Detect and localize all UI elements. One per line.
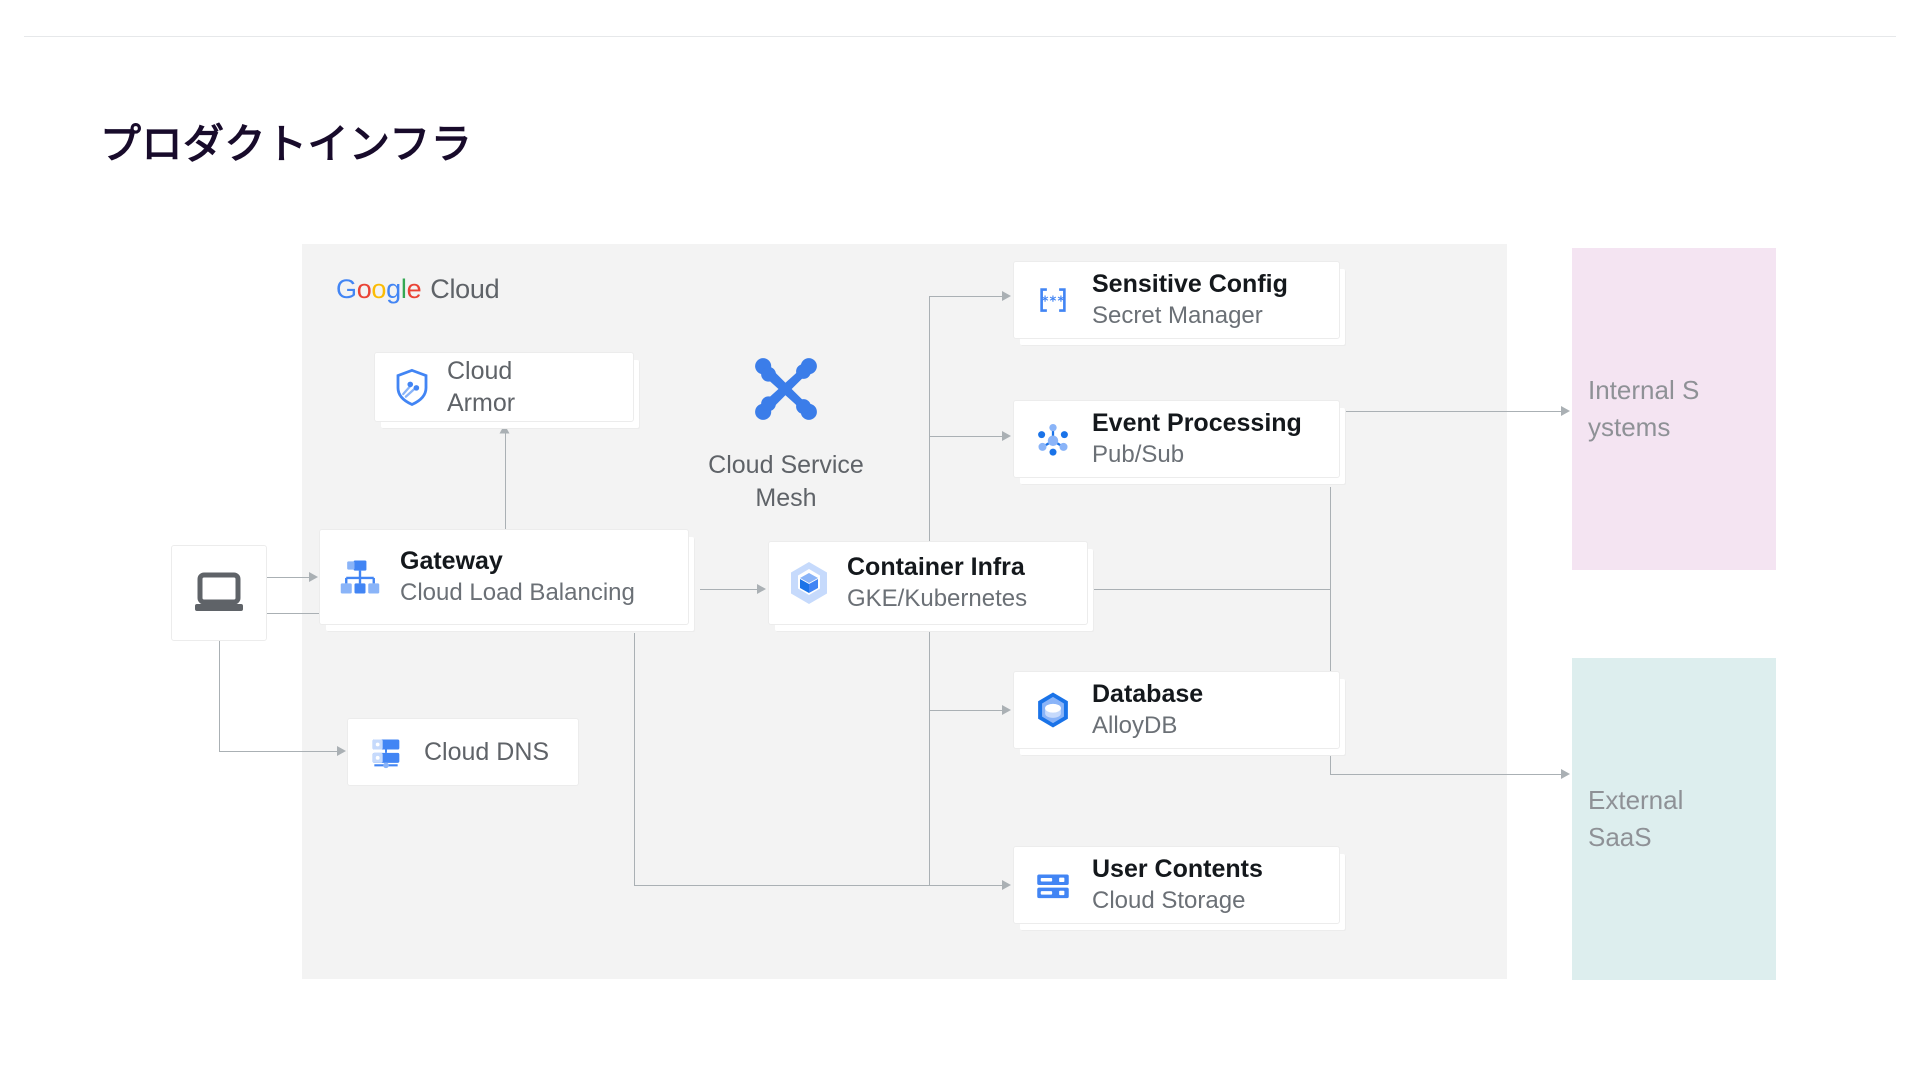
header-divider — [24, 36, 1896, 37]
node-sensitive-config[interactable]: *** Sensitive Config Secret Manager — [1013, 261, 1340, 339]
node-cloud-armor-line1: Cloud — [447, 356, 513, 385]
cloud-service-mesh-icon — [743, 346, 829, 437]
mesh-label-line2: Mesh — [755, 484, 817, 512]
connector-gateway-storage — [634, 885, 1003, 887]
connector-gke-pubsub — [929, 436, 1003, 438]
node-database[interactable]: Database AlloyDB — [1013, 671, 1340, 749]
node-container-infra-title: Container Infra — [847, 553, 1025, 582]
cloud-dns-icon — [366, 732, 406, 772]
node-user-contents-text: User Contents Cloud Storage — [1092, 854, 1263, 916]
node-cloud-armor-text: Cloud Armor — [447, 355, 515, 420]
arrowhead-pubsub-internal — [1561, 405, 1570, 416]
node-cloud-dns-title: Cloud DNS — [424, 737, 550, 766]
arrowhead-laptop-dns — [337, 746, 346, 756]
arrowhead-gateway-armor — [499, 424, 510, 434]
connector-laptop-gateway — [267, 577, 309, 579]
arrowhead-laptop-gateway — [309, 571, 318, 582]
node-database-title: Database — [1092, 680, 1204, 709]
connector-laptop-down — [219, 641, 221, 752]
arrowhead-database-external — [1561, 768, 1570, 779]
cloud-armor-shield-icon — [391, 366, 433, 408]
node-gateway-subtitle: Cloud Load Balancing — [400, 578, 635, 606]
connector-gke-secret — [929, 296, 1003, 298]
connector-gke-right-stub — [1088, 589, 1330, 591]
node-user-contents[interactable]: User Contents Cloud Storage — [1013, 846, 1340, 924]
node-event-processing-title: Event Processing — [1092, 409, 1302, 438]
load-balancing-icon — [338, 555, 382, 599]
node-container-infra-subtitle: GKE/Kubernetes — [847, 584, 1028, 612]
zone-internal-systems: Internal Systems — [1572, 248, 1776, 570]
node-sensitive-config-text: Sensitive Config Secret Manager — [1092, 269, 1288, 331]
connector-gateway-gke — [700, 589, 758, 591]
google-cloud-logo-word: Cloud — [430, 274, 500, 304]
node-sensitive-config-title: Sensitive Config — [1092, 270, 1288, 299]
connector-gateway-down — [634, 633, 636, 886]
node-laptop[interactable] — [171, 545, 267, 641]
alloydb-icon — [1032, 689, 1074, 731]
arrowhead-gke-database — [1002, 704, 1011, 715]
connector-gateway-armor — [505, 433, 507, 530]
connector-gke-database — [929, 710, 1003, 712]
node-event-processing[interactable]: Event Processing Pub/Sub — [1013, 400, 1340, 478]
node-event-processing-text: Event Processing Pub/Sub — [1092, 408, 1302, 470]
secret-manager-icon: *** — [1032, 279, 1074, 321]
node-cloud-dns-text: Cloud DNS — [424, 736, 549, 769]
page-title: プロダクトインフラ — [100, 121, 473, 167]
gke-hexagon-icon — [785, 559, 833, 607]
node-gateway-title: Gateway — [400, 547, 503, 576]
connector-pubsub-internal — [1337, 411, 1562, 413]
node-cloud-dns[interactable]: Cloud DNS — [347, 718, 579, 786]
arrowhead-gateway-storage — [1002, 879, 1011, 890]
zone-internal-label: Internal Systems — [1588, 375, 1700, 442]
svg-text:***: *** — [1041, 294, 1065, 309]
connector-gateway-left-stub — [220, 613, 319, 615]
arrowhead-gke-pubsub — [1002, 430, 1011, 441]
zone-external-saas: External SaaS — [1572, 658, 1776, 980]
node-cloud-armor-line2: Armor — [447, 389, 516, 417]
node-container-infra[interactable]: Container Infra GKE/Kubernetes — [768, 541, 1088, 625]
node-database-subtitle: AlloyDB — [1092, 711, 1178, 739]
node-cloud-armor[interactable]: Cloud Armor — [374, 352, 634, 422]
pubsub-nodes-icon — [1032, 418, 1074, 460]
node-gateway[interactable]: Gateway Cloud Load Balancing — [319, 529, 689, 625]
node-sensitive-config-subtitle: Secret Manager — [1092, 301, 1263, 329]
cloud-storage-icon — [1032, 864, 1074, 906]
node-database-text: Database AlloyDB — [1092, 679, 1203, 741]
node-user-contents-title: User Contents — [1092, 855, 1263, 884]
node-user-contents-subtitle: Cloud Storage — [1092, 886, 1246, 914]
node-container-infra-text: Container Infra GKE/Kubernetes — [847, 552, 1027, 614]
connector-database-external — [1330, 774, 1562, 776]
connector-gke-storage — [929, 885, 1003, 887]
arrowhead-gke-secret — [1002, 290, 1011, 301]
laptop-icon — [191, 570, 247, 616]
mesh-label-line1: Cloud Service — [708, 451, 864, 479]
connector-laptop-dns — [219, 751, 338, 753]
connector-right-trunk-down — [1330, 487, 1332, 775]
node-gateway-text: Gateway Cloud Load Balancing — [400, 546, 635, 608]
node-event-processing-subtitle: Pub/Sub — [1092, 440, 1185, 468]
cloud-service-mesh-label: Cloud Service Mesh — [708, 449, 864, 515]
zone-external-label: External SaaS — [1588, 785, 1684, 852]
arrowhead-gateway-gke — [757, 583, 766, 594]
cloud-service-mesh-group: Cloud Service Mesh — [690, 346, 882, 512]
